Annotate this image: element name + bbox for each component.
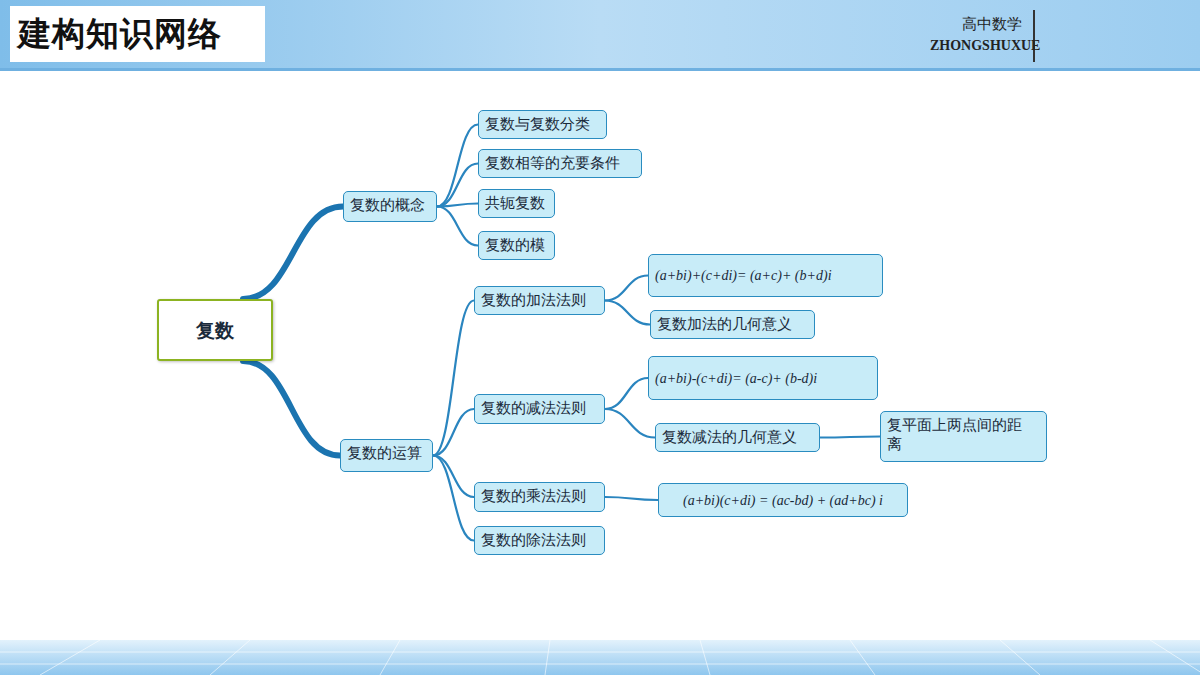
branch-line [433,456,474,541]
node-text: 复数相等的充要条件 [485,154,635,173]
node-text: 复数的乘法法则 [481,487,598,506]
branch-line [433,409,474,456]
branch-line [437,164,478,207]
topic-box: 复数的除法法则 [474,526,605,555]
topic-box: 复数的加法法则 [474,286,605,315]
branch-line [437,204,478,207]
header-label: 高中数学 [962,15,1022,34]
branch-line [820,437,880,438]
branch-line [605,276,648,301]
root-topic: 复数 [157,299,273,361]
node-text: 复数与复数分类 [485,115,600,134]
branch-line [437,125,478,207]
branch-line [433,301,474,456]
branch-box: 复数的运算 [340,439,433,472]
branch-line [437,207,478,246]
branch-box: 复数的概念 [343,191,437,222]
topic-box: 复数减法的几何意义 [655,423,820,452]
node-text: (a+bi)-(c+di)= (a-c)+ (b-d)i [655,369,817,388]
main-branch [243,361,340,456]
node-text: 复数的减法法则 [481,399,598,418]
topic-box: 复数的乘法法则 [474,482,605,512]
node-text: 复数 [196,321,234,340]
node-text: 共轭复数 [485,194,548,213]
node-text: (a+bi)+(c+di)= (a+c)+ (b+d)i [655,266,832,285]
branch-line [605,497,658,500]
branch-line [605,409,655,438]
topic-box: 复平面上两点间的距离 [880,411,1047,462]
branch-line [605,378,648,409]
node-text: 复数减法的几何意义 [662,428,813,447]
node-text: (a+bi)(c+di) = (ac-bd) + (ad+bc) i [683,491,883,510]
topic-box: 共轭复数 [478,189,555,218]
node-text: 复数的加法法则 [481,291,598,310]
formula-box: (a+bi)-(c+di)= (a-c)+ (b-d)i [648,356,878,400]
formula-box: (a+bi)(c+di) = (ac-bd) + (ad+bc) i [658,483,908,517]
footer-band [0,640,1200,675]
topic-box: 复数加法的几何意义 [650,310,815,339]
topic-box: 复数的模 [478,231,555,260]
branch-line [433,456,474,498]
branch-line [605,301,650,325]
formula-box: (a+bi)+(c+di)= (a+c)+ (b+d)i [648,254,883,297]
page-title: 建构知识网络 [10,6,265,62]
node-text: 复数的除法法则 [481,531,598,550]
node-text: 复数的概念 [350,196,430,215]
header-rule [0,68,1200,71]
header-divider [1033,10,1035,62]
topic-box: 复数相等的充要条件 [478,149,642,178]
header-label: ZHONGSHUXUE [930,38,1040,54]
node-text: 复平面上两点间的距离 [887,416,1030,454]
topic-box: 复数的减法法则 [474,394,605,424]
header-band [0,0,1200,70]
node-text: 复数加法的几何意义 [657,315,808,334]
main-branch [243,207,343,300]
topic-box: 复数与复数分类 [478,110,607,139]
footer-checker [0,640,1200,675]
node-text: 复数的运算 [347,444,426,463]
node-text: 复数的模 [485,236,548,255]
